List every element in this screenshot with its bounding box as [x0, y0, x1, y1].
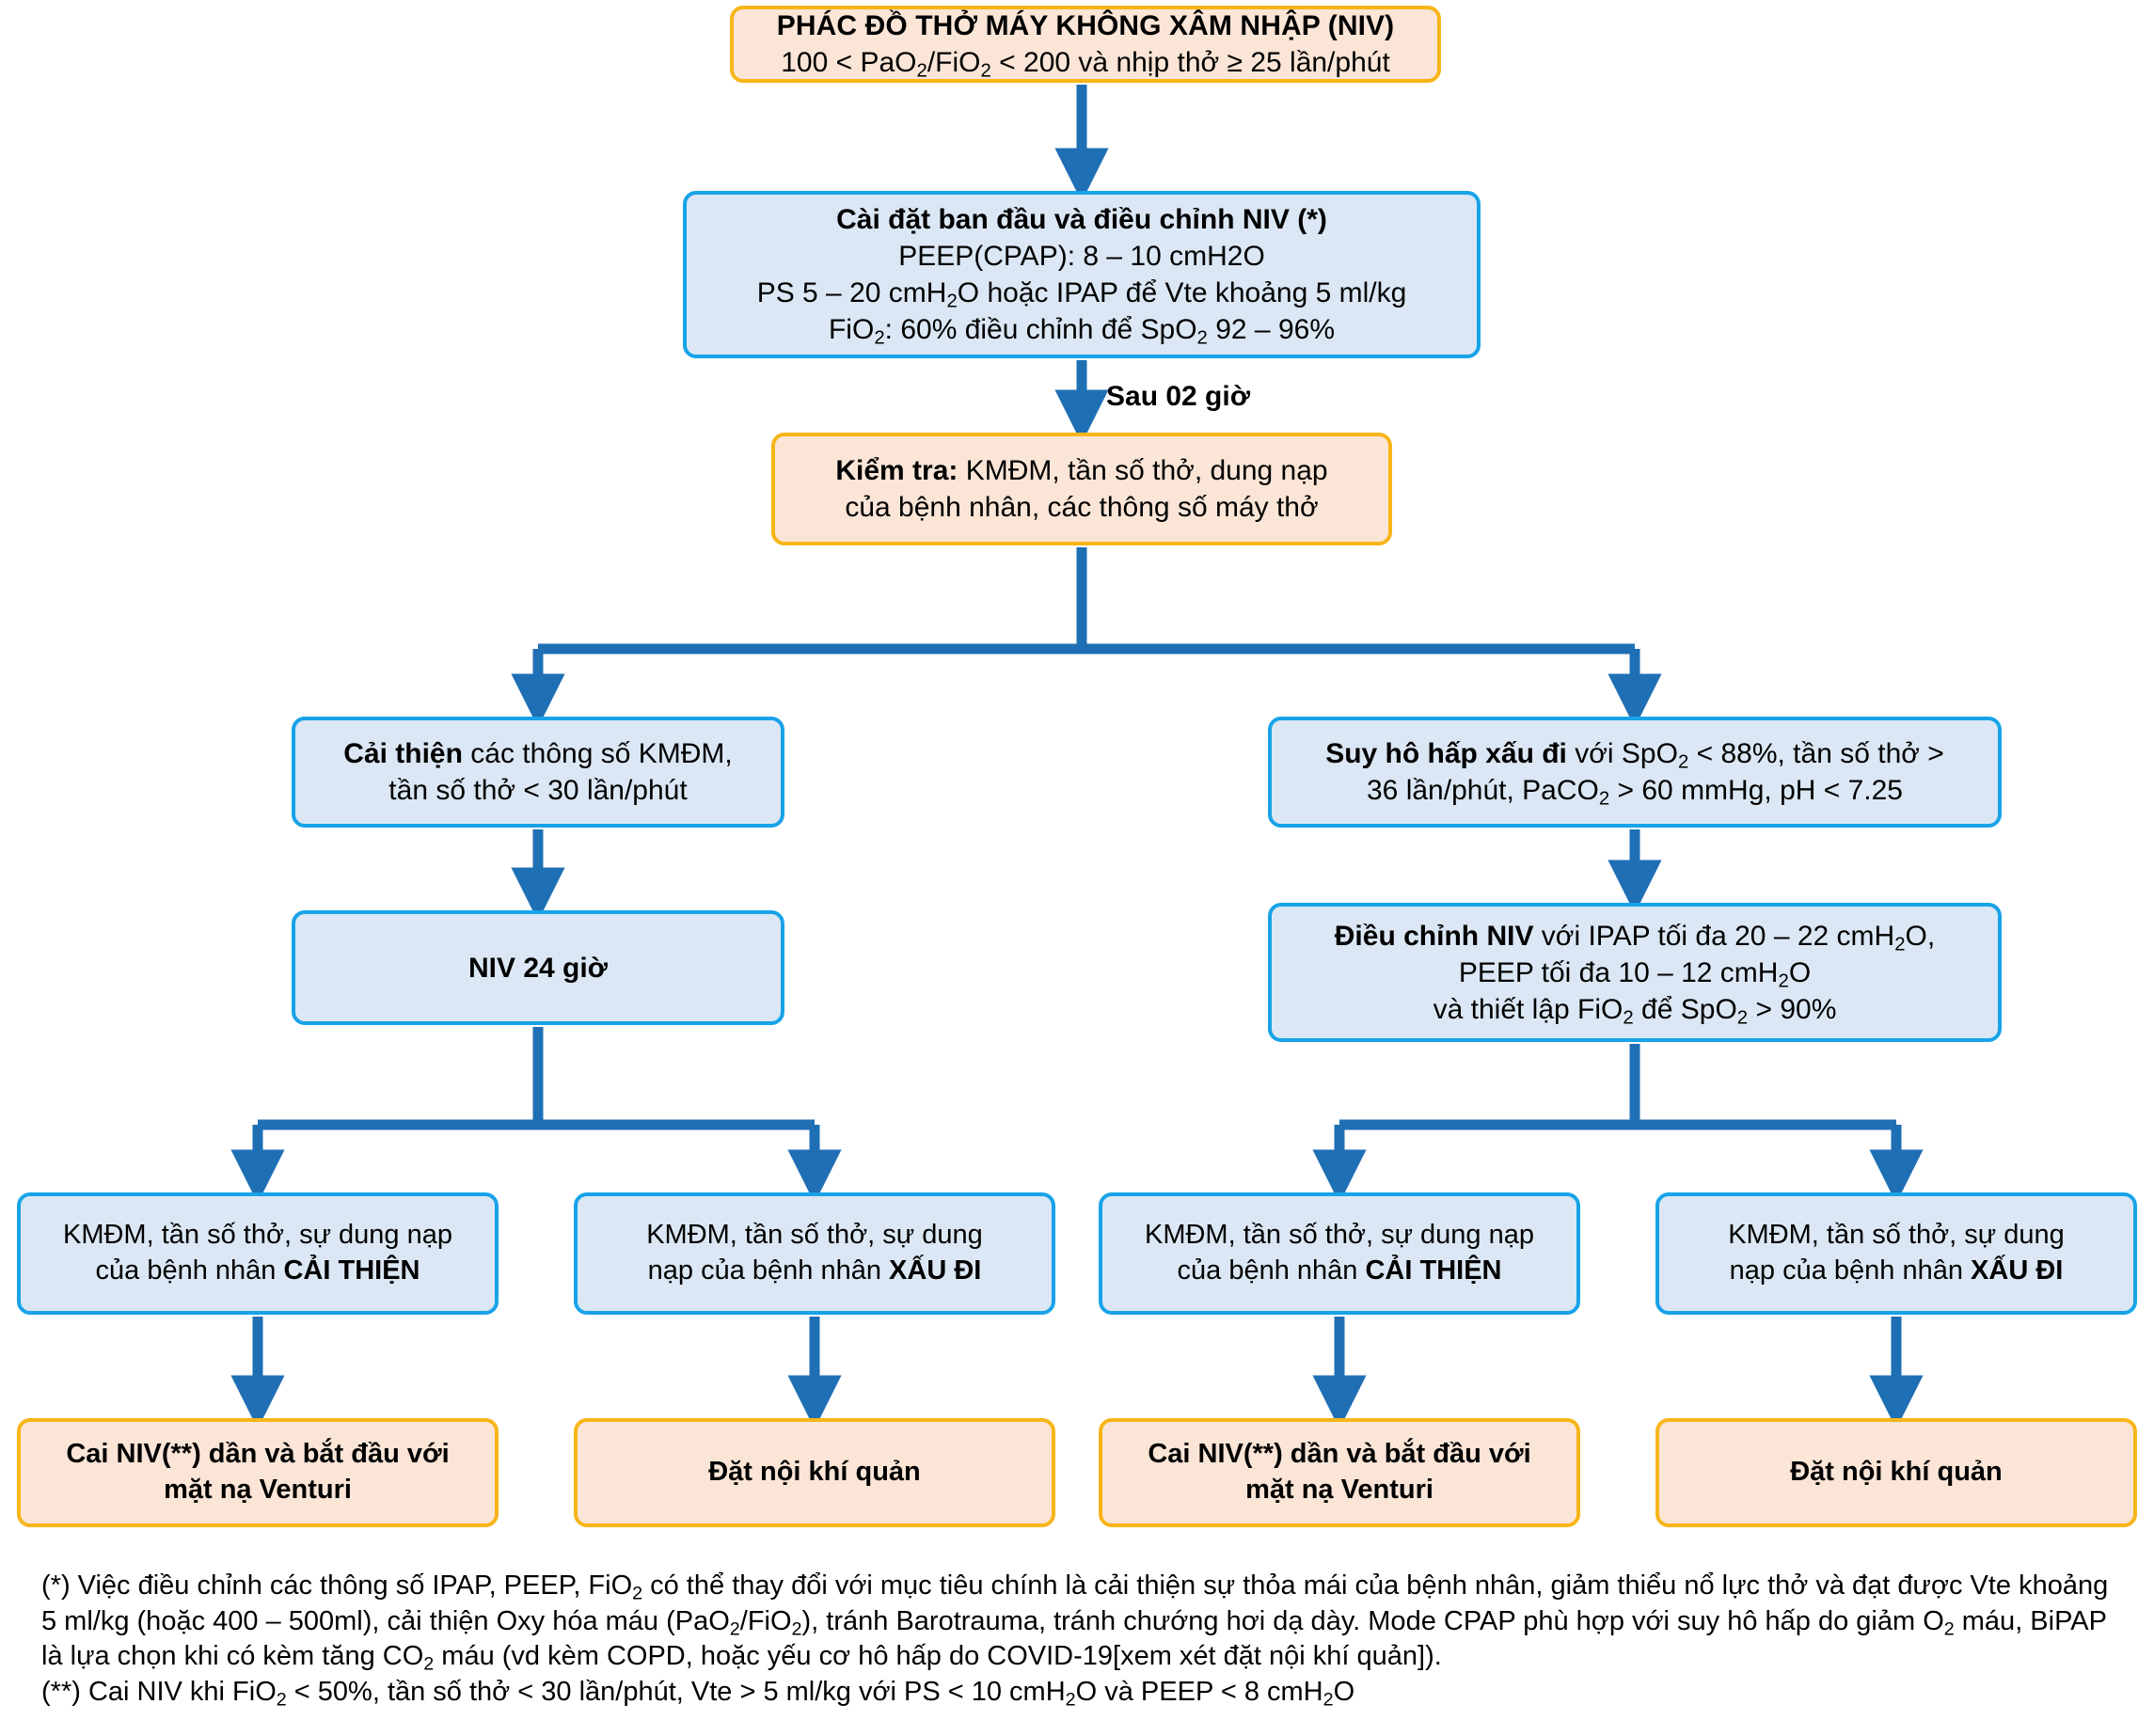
node-action-wean-right: Cai NIV(**) dần và bắt đầu với mặt nạ Ve… [1099, 1418, 1580, 1527]
node-deterioration-branch: Suy hô hấp xấu đi với SpO2 < 88%, tần số… [1268, 717, 2002, 828]
node-action-wean-left: Cai NIV(**) dần và bắt đầu với mặt nạ Ve… [17, 1418, 499, 1527]
node-reassess: Kiểm tra: KMĐM, tần số thở, dung nạp của… [771, 433, 1392, 545]
node-outcome-right-improve: KMĐM, tần số thở, sự dung nạp của bệnh n… [1099, 1192, 1580, 1315]
action-intubate-right-line1: Đặt nội khí quản [1790, 1457, 2003, 1488]
reassess-line2: của bệnh nhân, các thông số máy thở [845, 492, 1319, 523]
deterioration-line1: Suy hô hấp xấu đi với SpO2 < 88%, tần số… [1325, 738, 1944, 773]
outcome-left-worse-line1: KMĐM, tần số thở, sự dung [646, 1220, 983, 1251]
node-adjust-niv: Điều chỉnh NIV với IPAP tối đa 20 – 22 c… [1268, 903, 2002, 1042]
node-action-intubate-left: Đặt nội khí quản [574, 1418, 1055, 1527]
action-wean-left-line2: mặt nạ Venturi [164, 1475, 352, 1505]
reassess-line1: Kiểm tra: KMĐM, tần số thở, dung nạp [835, 455, 1328, 486]
node-protocol-title: PHÁC ĐỒ THỞ MÁY KHÔNG XÂM NHẬP (NIV) 100… [730, 6, 1441, 83]
adjust-niv-line3: và thiết lập FiO2 để SpO2 > 90% [1433, 993, 1837, 1029]
outcome-right-improve-line2: của bệnh nhân CẢI THIỆN [1177, 1255, 1502, 1286]
footnotes: (*) Việc điều chỉnh các thông số IPAP, P… [41, 1569, 2126, 1711]
action-wean-left-line1: Cai NIV(**) dần và bắt đầu với [66, 1439, 450, 1470]
footnote-double-star: (**) Cai NIV khi FiO2 < 50%, tần số thở … [41, 1677, 1355, 1711]
adjust-niv-line1: Điều chỉnh NIV với IPAP tối đa 20 – 22 c… [1334, 920, 1936, 955]
node-initial-settings: Cài đặt ban đầu và điều chỉnh NIV (*) PE… [683, 191, 1481, 358]
initial-settings-heading: Cài đặt ban đầu và điều chỉnh NIV (*) [836, 204, 1327, 235]
node-outcome-left-worse: KMĐM, tần số thở, sự dung nạp của bệnh n… [574, 1192, 1055, 1315]
initial-settings-ps: PS 5 – 20 cmH2O hoặc IPAP để Vte khoảng … [756, 277, 1407, 312]
outcome-right-worse-line2: nạp của bệnh nhân XẤU ĐI [1729, 1255, 2064, 1286]
node-action-intubate-right: Đặt nội khí quản [1655, 1418, 2137, 1527]
edge-label-after-2-hours: Sau 02 giờ [1106, 381, 1251, 412]
node-niv-24h: NIV 24 giờ [292, 910, 784, 1025]
outcome-left-improve-line1: KMĐM, tần số thở, sự dung nạp [62, 1220, 452, 1251]
footnote-single-star: (*) Việc điều chỉnh các thông số IPAP, P… [41, 1570, 2109, 1675]
node-outcome-left-improve: KMĐM, tần số thở, sự dung nạp của bệnh n… [17, 1192, 499, 1315]
improvement-line1: Cải thiện các thông số KMĐM, [343, 738, 733, 769]
action-intubate-left-line1: Đặt nội khí quản [708, 1457, 921, 1488]
adjust-niv-line2: PEEP tối đa 10 – 12 cmH2O [1458, 956, 1812, 992]
outcome-left-worse-line2: nạp của bệnh nhân XẤU ĐI [647, 1255, 982, 1286]
improvement-line2: tần số thở < 30 lần/phút [388, 775, 688, 806]
action-wean-right-line1: Cai NIV(**) dần và bắt đầu với [1148, 1439, 1531, 1470]
deterioration-line2: 36 lần/phút, PaCO2 > 60 mmHg, pH < 7.25 [1367, 775, 1903, 810]
outcome-left-improve-line2: của bệnh nhân CẢI THIỆN [95, 1255, 420, 1286]
node-improvement-branch: Cải thiện các thông số KMĐM, tần số thở … [292, 717, 784, 828]
protocol-title-criteria: 100 < PaO2/FiO2 < 200 và nhịp thở ≥ 25 l… [781, 47, 1390, 82]
outcome-right-improve-line1: KMĐM, tần số thở, sự dung nạp [1144, 1220, 1534, 1251]
protocol-title-heading: PHÁC ĐỒ THỞ MÁY KHÔNG XÂM NHẬP (NIV) [776, 10, 1395, 41]
initial-settings-peep: PEEP(CPAP): 8 – 10 cmH2O [898, 241, 1265, 272]
niv-24h-label: NIV 24 giờ [467, 952, 609, 984]
action-wean-right-line2: mặt nạ Venturi [1245, 1475, 1433, 1505]
node-outcome-right-worse: KMĐM, tần số thở, sự dung nạp của bệnh n… [1655, 1192, 2137, 1315]
outcome-right-worse-line1: KMĐM, tần số thở, sự dung [1728, 1220, 2065, 1251]
initial-settings-fio2: FiO2: 60% điều chỉnh để SpO2 92 – 96% [828, 314, 1335, 349]
